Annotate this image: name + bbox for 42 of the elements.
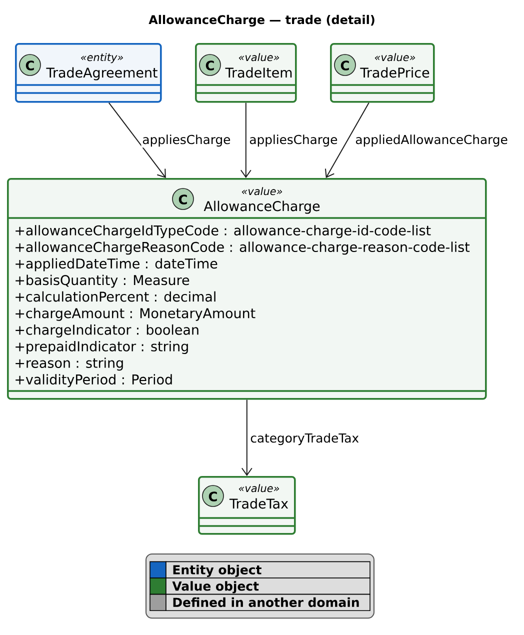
class-box [195,43,297,103]
stereotype: «value» [238,53,280,62]
class-badge: C [199,54,221,76]
class-badge: C [334,54,356,76]
arrow [324,102,370,178]
attribute: +allowanceChargeIdTypeCode : allowance-charge-id-code-list [16,225,431,238]
class-badge: C [19,54,41,76]
stereotype: «value» [374,53,416,62]
attribute: +allowanceChargeReasonCode : allowance-charge-reason-code-list [16,242,470,255]
attribute: +chargeAmount : MonetaryAmount [16,308,256,321]
attribute: +validityPeriod : Period [16,374,172,388]
legend-label: Value object [166,578,370,595]
attribute: +chargeIndicator : boolean [16,324,198,338]
class-name: TradeAgreement [46,67,158,80]
class-badge: C [172,188,194,210]
arrow [240,102,252,178]
stereotype: «value» [242,187,282,196]
attribute: +basisQuantity : Measure [16,274,190,288]
edge-label: appliesCharge [141,134,232,148]
arrow [241,399,252,476]
class-box [330,43,435,103]
legend-label: Entity object [166,561,370,578]
attribute: +reason : string [16,358,123,371]
attribute: +appliedDateTime : dateTime [16,258,218,272]
edge-label: categoryTradeTax [249,432,360,446]
class-name: TradeItem [225,67,292,78]
edge-label: appliedAllowanceCharge [354,134,509,148]
legend-label: Defined in another domain [166,594,370,611]
stereotype: «entity» [81,53,123,64]
class-box [198,476,296,535]
edge-label: appliesCharge [248,134,339,148]
class-box [7,178,487,400]
class-name: TradePrice [360,67,430,78]
attribute: +calculationPercent : decimal [16,291,216,302]
class-name: TradeTax [229,498,288,509]
class-badge: C [202,485,224,507]
attribute: +prepaidIndicator : string [16,341,188,354]
diagram-title: AllowanceCharge — trade (detail) [148,14,374,27]
stereotype: «value» [238,484,280,492]
class-box [15,43,162,103]
class-name: AllowanceCharge [204,200,320,214]
arrow [108,102,166,178]
